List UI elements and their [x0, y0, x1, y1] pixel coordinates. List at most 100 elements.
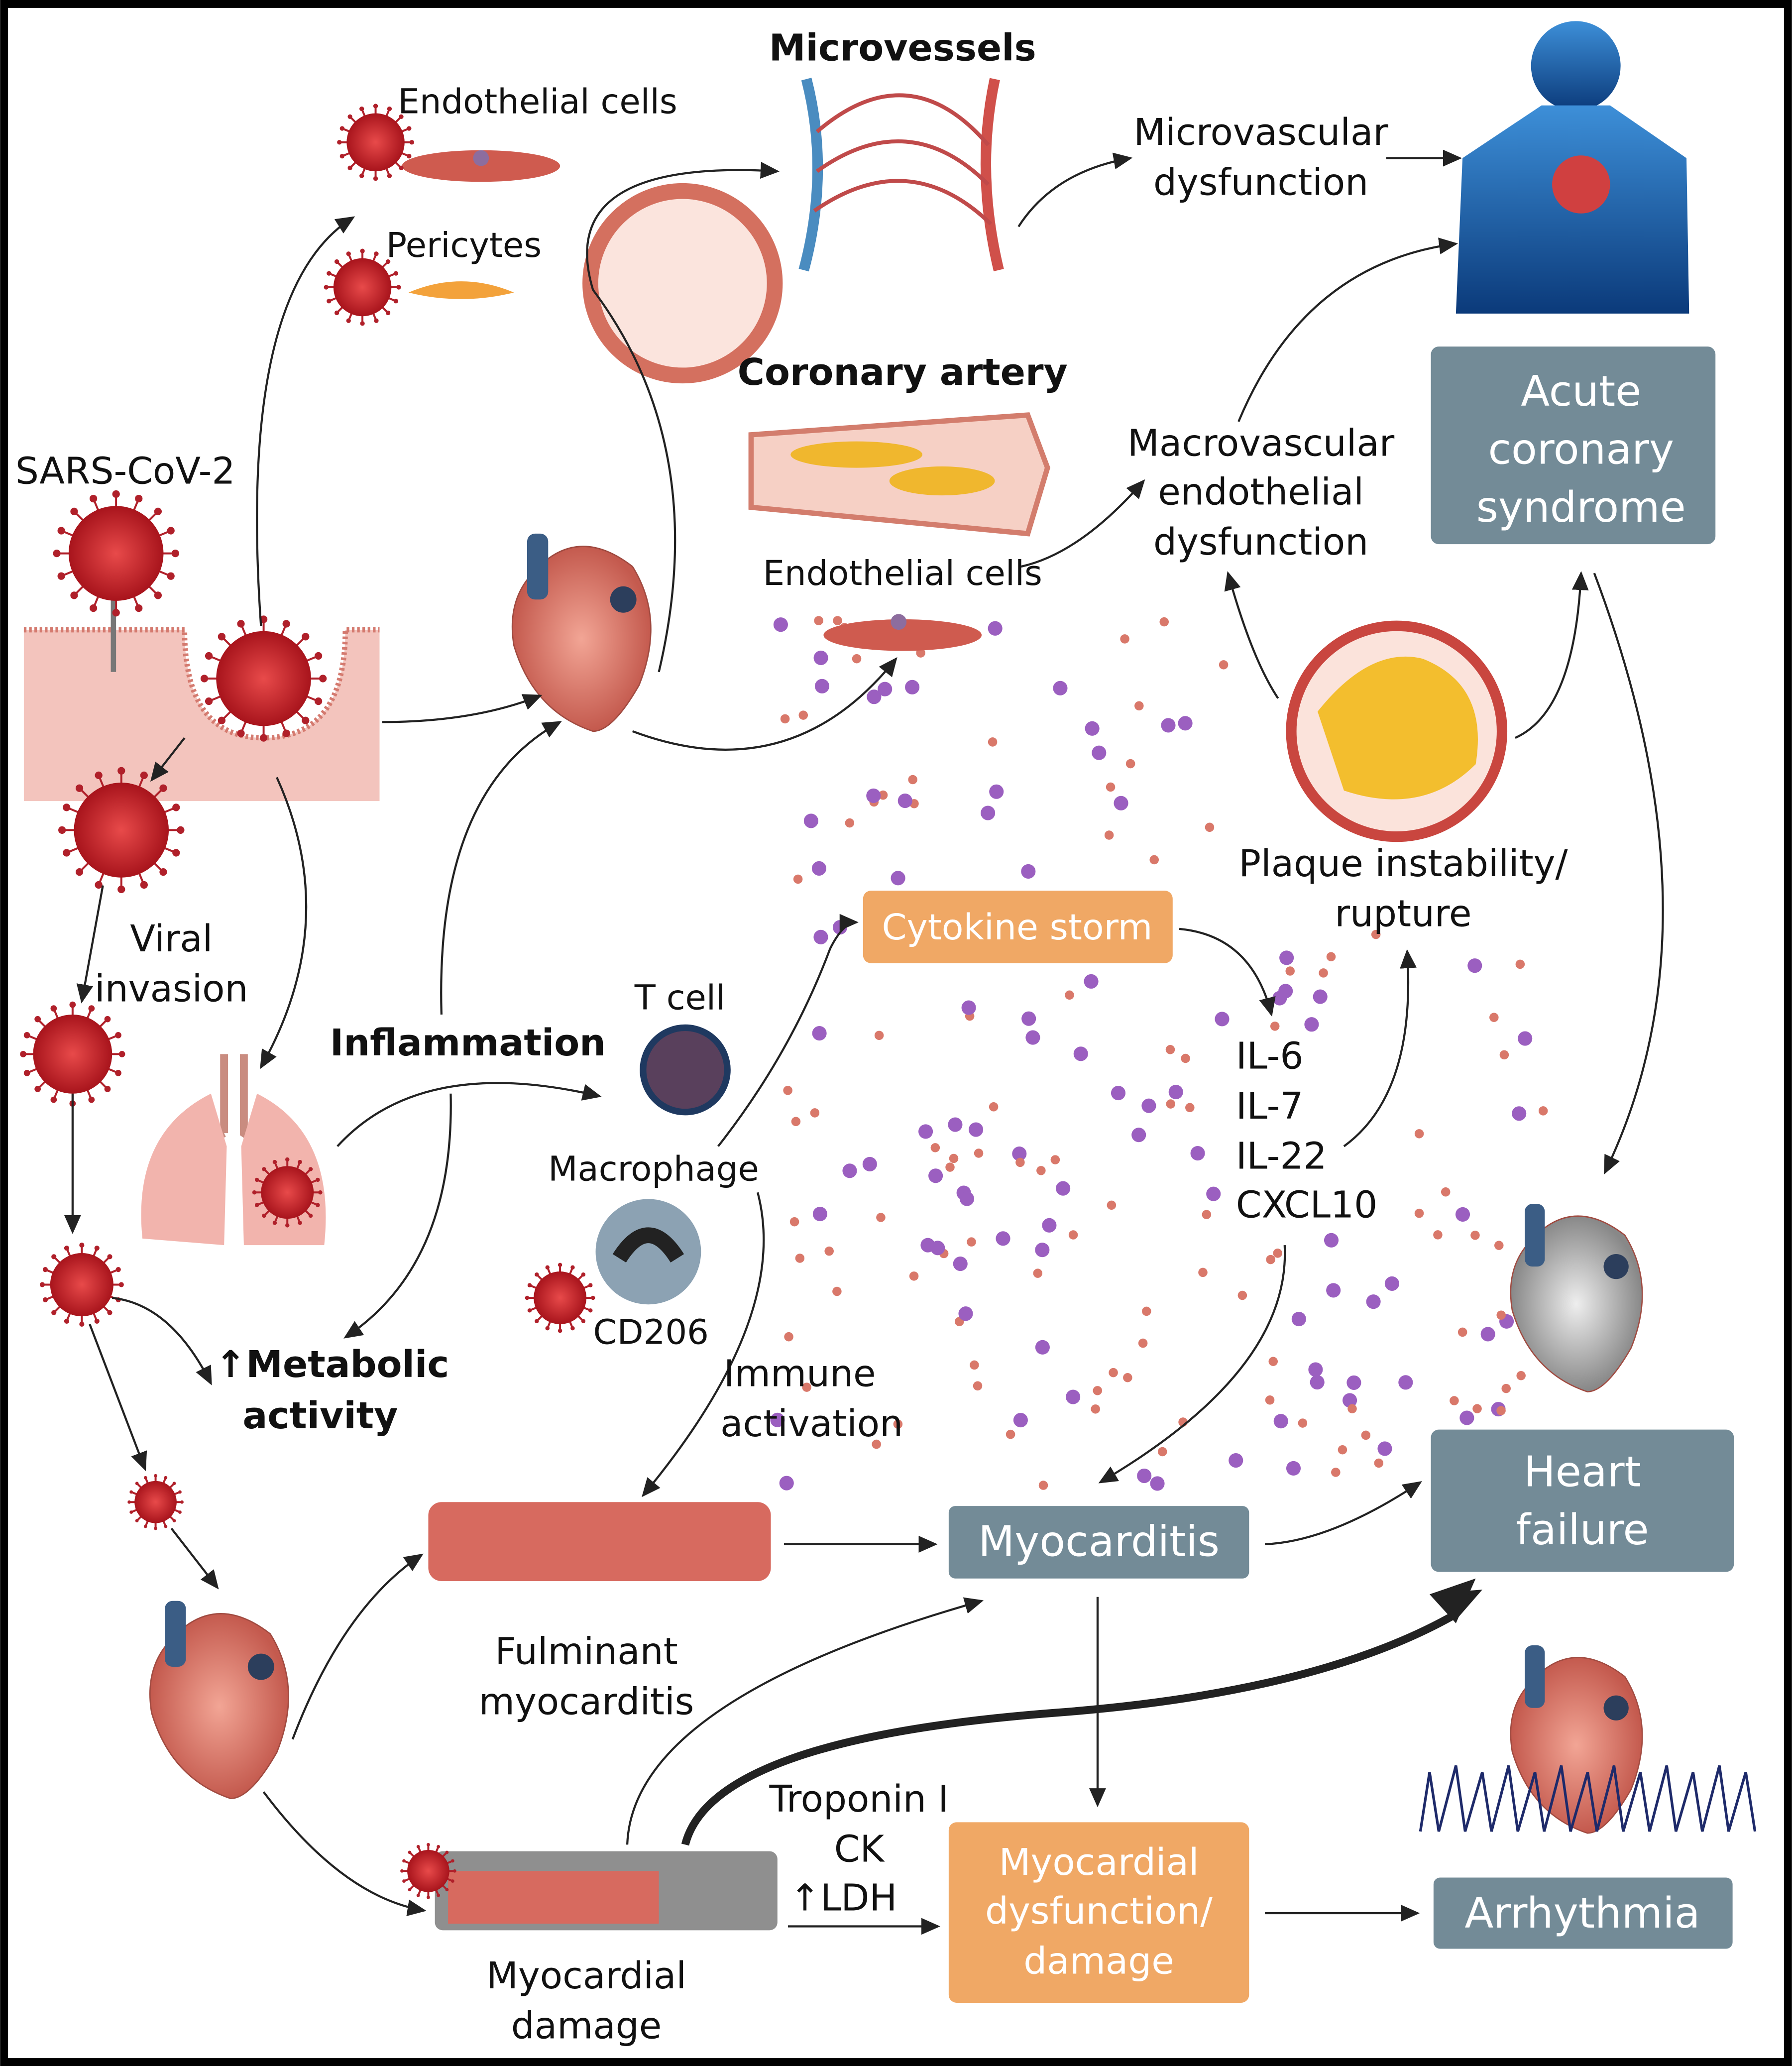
- cytokine-particle: [1150, 1476, 1165, 1491]
- cytokine-particle: [779, 1476, 794, 1491]
- cytokine-particle: [974, 1148, 984, 1158]
- plaque-rupture-illustration: [1286, 620, 1508, 842]
- arrows: [64, 149, 1664, 1935]
- macrovascular-label: dysfunction: [1153, 521, 1368, 564]
- virus-icon: [324, 248, 401, 326]
- t-cell-label: T cell: [634, 978, 725, 1018]
- cytokine-particle: [1273, 1414, 1288, 1429]
- cytokine-particle: [1377, 1441, 1392, 1456]
- cytokine-particle: [1279, 950, 1294, 965]
- cytokine-particle: [1499, 1050, 1509, 1060]
- cytokine-particle: [1006, 1429, 1015, 1439]
- endothelial-cell-icon: [402, 150, 982, 651]
- cytokine-particle: [1496, 1310, 1506, 1320]
- cytokine-particle: [1219, 660, 1229, 670]
- microvessels-label: Microvessels: [769, 27, 1036, 70]
- virus-icon: [39, 1243, 124, 1327]
- cytokine-particle: [1441, 1187, 1451, 1197]
- fulminant-myocarditis-label: myocarditis: [479, 1680, 694, 1723]
- immune-cells-illustration: [595, 1024, 731, 1305]
- cytokine-particle: [1068, 1230, 1078, 1240]
- cytokine-particle: [1056, 1181, 1071, 1196]
- cytokine-particle: [845, 818, 855, 828]
- cytokine-particle: [958, 1306, 973, 1321]
- box-line: damage: [1023, 1940, 1174, 1983]
- cytokine-particle: [1131, 1128, 1146, 1143]
- virus-icon: [20, 1001, 125, 1107]
- myocardial-damage-label: damage: [511, 2004, 662, 2047]
- cytokine-particle: [1459, 1410, 1474, 1425]
- cytokine-particle: [908, 775, 917, 785]
- cytokine-particle: [802, 1382, 811, 1392]
- metabolic-activity-label: ↑Metabolic: [215, 1343, 449, 1386]
- cytokine-particle: [930, 1143, 940, 1152]
- cytokine-particle: [1268, 1357, 1278, 1367]
- cytokine-particle: [1313, 989, 1328, 1004]
- cytokine-particle: [1470, 1231, 1480, 1240]
- cytokine-particle: [1515, 959, 1525, 969]
- box-label: Myocarditis: [978, 1517, 1220, 1566]
- cytokine-particle: [1398, 1375, 1413, 1390]
- cytokine-label: IL-7: [1236, 1085, 1304, 1128]
- cytokine-particle: [866, 788, 881, 803]
- cytokine-particle: [1326, 952, 1336, 962]
- cytokine-particle: [1326, 1283, 1341, 1298]
- cytokine-particle: [1455, 1207, 1470, 1222]
- cytokine-particle: [1125, 759, 1135, 769]
- myocardial-damage-label: Myocardial: [486, 1954, 686, 1997]
- cytokine-particle: [905, 680, 920, 694]
- microvascular-dysfunction-label: dysfunction: [1153, 161, 1368, 204]
- cytokine-particle: [1285, 966, 1295, 976]
- box-label: Arrhythmia: [1464, 1888, 1700, 1938]
- cytokine-particle: [897, 793, 912, 808]
- cytokine-particle: [1384, 1276, 1399, 1291]
- cytokine-particle: [1106, 782, 1116, 792]
- cytokine-storm-box: Cytokine storm: [863, 891, 1173, 963]
- virus-icon: [53, 490, 179, 617]
- box-line: coronary: [1488, 425, 1674, 474]
- cytokine-particle: [1308, 1362, 1323, 1377]
- cytokine-label: IL-6: [1236, 1034, 1304, 1077]
- cytokine-particle: [988, 737, 998, 747]
- cytokine-particle: [1198, 1267, 1208, 1277]
- cytokine-particle: [1310, 1375, 1325, 1390]
- cytokine-particle: [1149, 855, 1159, 865]
- plaque-label: Plaque instability/: [1238, 842, 1568, 885]
- cytokine-particle: [953, 1257, 968, 1271]
- cytokine-particle: [1120, 634, 1129, 644]
- cytokine-particle: [1291, 1311, 1306, 1327]
- arrhythmia-box: Arrhythmia: [1433, 1877, 1733, 1949]
- cytokine-particle: [1338, 1445, 1347, 1455]
- cytokine-particle: [1324, 1233, 1339, 1248]
- cytokine-particle: [945, 1162, 955, 1172]
- viral-invasion-label: invasion: [95, 967, 248, 1010]
- cytokine-particle: [973, 1381, 983, 1391]
- cytokine-particle: [1229, 1453, 1243, 1468]
- cytokine-particle: [1501, 1383, 1511, 1393]
- cytokine-particle: [1157, 1447, 1167, 1457]
- cytokine-label: IL-22: [1236, 1135, 1327, 1178]
- cytokine-particle: [813, 650, 828, 666]
- cytokine-particle: [909, 1271, 919, 1281]
- cytokine-particle: [862, 1156, 877, 1172]
- heart-icon: [511, 533, 652, 732]
- cytokine-particle: [1015, 1157, 1025, 1167]
- cytokine-particle: [1496, 1406, 1506, 1415]
- cytokine-particle: [1266, 1255, 1275, 1264]
- cytokine-particle: [1494, 1241, 1504, 1250]
- cytokine-particle: [1270, 1022, 1280, 1031]
- cytokine-particle: [961, 1000, 976, 1015]
- metabolic-activity-label: activity: [242, 1394, 398, 1437]
- cytokine-label: CXCL10: [1236, 1184, 1377, 1227]
- cytokine-particle: [798, 710, 808, 720]
- cytokine-particle: [878, 790, 888, 800]
- cytokine-particle: [959, 1191, 975, 1206]
- cytokine-particle: [791, 1117, 801, 1127]
- box-line: failure: [1516, 1505, 1649, 1554]
- cytokine-particle: [1433, 1230, 1443, 1240]
- cytokine-particle: [928, 1168, 943, 1183]
- cytokine-particle: [1021, 864, 1036, 879]
- cytokine-particle: [842, 1163, 857, 1178]
